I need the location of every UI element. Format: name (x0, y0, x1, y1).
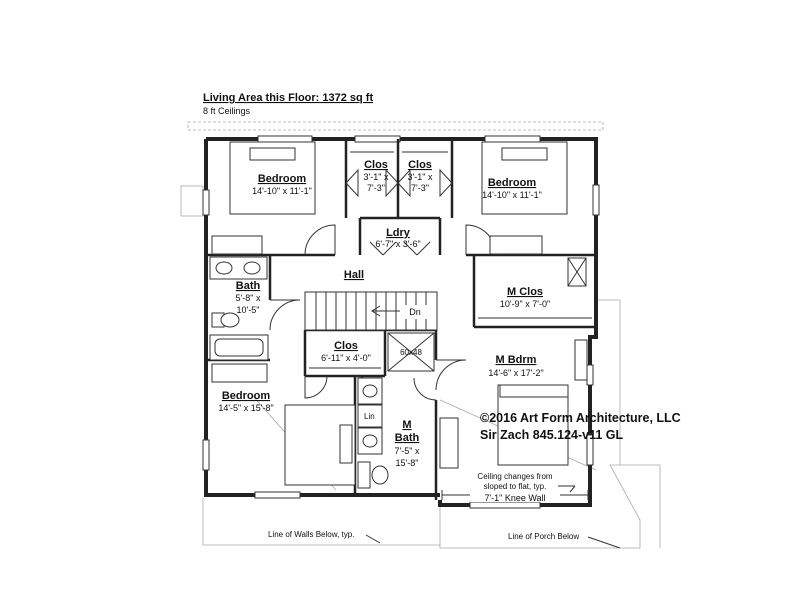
linen-closet (357, 404, 383, 428)
linen-label: Lin (364, 412, 375, 421)
porch-below-note: Line of Porch Below (508, 532, 621, 549)
room-name-clos-1: Clos (364, 159, 388, 171)
room-dims-bedroom-ne: 14'-10" x 11'-1" (482, 190, 542, 200)
room-name-m-bdrm: M Bdrm (496, 354, 537, 366)
room-name-m-bath-1: M (402, 419, 411, 431)
below-lines (180, 121, 661, 549)
room-name-clos-hall: Clos (334, 340, 358, 352)
porch-below-label: Line of Porch Below (508, 532, 579, 541)
room-name-ldry: Ldry (386, 227, 411, 239)
room-dims-bath-a: 5'-8" x (236, 293, 261, 303)
room-name-clos-2: Clos (408, 159, 432, 171)
room-dims-bath-b: 10'-5" (237, 305, 260, 315)
room-name-bedroom-ne: Bedroom (488, 177, 537, 189)
room-dims-m-clos: 10'-9" x 7'-0" (500, 299, 550, 309)
room-dims-m-bath-a: 7'-5" x (395, 446, 420, 456)
stair (304, 291, 438, 331)
exterior-walls (202, 135, 600, 509)
knee-wall-label: 7'-1" Knee Wall (484, 493, 545, 503)
copyright-line-2: Sir Zach 845.124-v11 GL (480, 428, 624, 442)
ceiling-note: Ceiling changes from sloped to flat, typ… (477, 472, 576, 493)
room-name-m-bath-2: Bath (395, 432, 420, 444)
walls-below-note: Line of Walls Below, typ. (268, 530, 381, 544)
room-dims-clos-hall: 6'-11" x 4'-0" (321, 353, 371, 363)
room-dims-clos-2b: 7'-3" (411, 183, 429, 193)
room-labels: Bedroom 14'-10" x 11'-1" Clos 3'-1" x 7'… (218, 159, 550, 468)
shower-label: 60x48 (400, 348, 422, 357)
room-dims-clos-2a: 3'-1" x (408, 172, 433, 182)
room-name-bedroom-sw: Bedroom (222, 390, 271, 402)
copyright-line-1: ©2016 Art Form Architecture, LLC (480, 411, 681, 425)
room-dims-clos-1a: 3'-1" x (364, 172, 389, 182)
plan-title: Living Area this Floor: 1372 sq ft (203, 92, 373, 104)
knee-wall-dim: 7'-1" Knee Wall (441, 490, 589, 503)
room-name-hall: Hall (344, 269, 364, 281)
room-dims-bedroom-sw: 14'-5" x 15'-8" (218, 403, 273, 413)
room-dims-ldry: 6'-7" x 3'-6" (375, 239, 420, 249)
stair-down-label: Dn (409, 307, 421, 317)
plan-subtitle: 8 ft Ceilings (203, 106, 251, 116)
walls-below-label: Line of Walls Below, typ. (268, 530, 354, 539)
room-dims-clos-1b: 7'-3" (367, 183, 385, 193)
room-dims-m-bdrm: 14'-6" x 17'-2" (488, 368, 543, 378)
room-name-bedroom-nw: Bedroom (258, 173, 307, 185)
ceiling-note-2: sloped to flat, typ. (484, 482, 547, 491)
room-dims-m-bath-b: 15'-8" (396, 458, 419, 468)
fixtures (209, 141, 592, 489)
ceiling-note-1: Ceiling changes from (477, 472, 552, 481)
room-name-m-clos: M Clos (507, 286, 543, 298)
room-dims-bedroom-nw: 14'-10" x 11'-1" (252, 186, 312, 196)
room-name-bath: Bath (236, 280, 261, 292)
